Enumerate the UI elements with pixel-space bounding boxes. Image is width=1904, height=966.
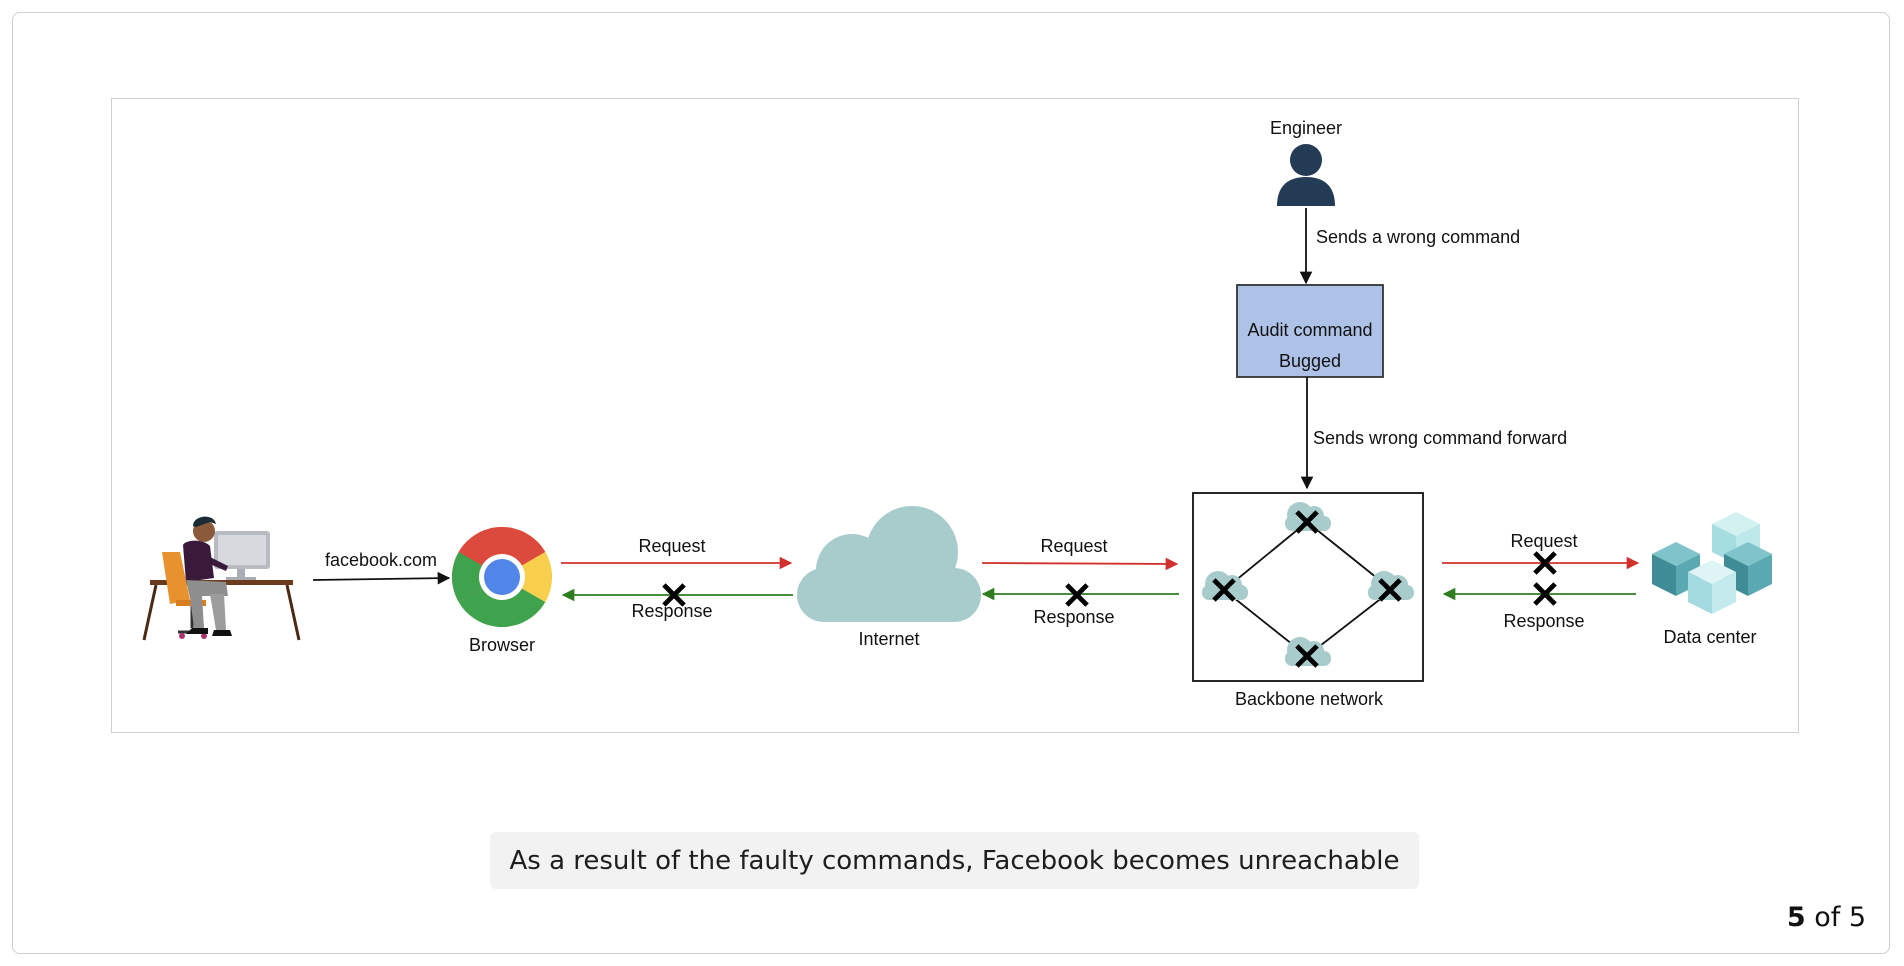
request-arrow-2 bbox=[981, 557, 1179, 571]
facebook-arrow bbox=[312, 571, 451, 585]
facebook-label: facebook.com bbox=[325, 550, 437, 570]
request-label-3: Request bbox=[1510, 531, 1577, 551]
response-label-1: Response bbox=[631, 601, 712, 621]
backbone-label: Backbone network bbox=[1235, 689, 1384, 709]
data-center-cubes-icon bbox=[1652, 512, 1772, 614]
caption-text: As a result of the faulty commands, Face… bbox=[509, 845, 1400, 876]
internet-label: Internet bbox=[858, 629, 919, 649]
browser-label: Browser bbox=[469, 635, 535, 655]
pager-current: 5 bbox=[1786, 902, 1806, 933]
wrong-command-label: Sends a wrong command bbox=[1316, 227, 1520, 247]
response-label-3: Response bbox=[1503, 611, 1584, 631]
audit-bugged-label: Bugged bbox=[1279, 351, 1341, 371]
backbone-node-right bbox=[1368, 571, 1414, 600]
pager-total: of 5 bbox=[1805, 902, 1866, 933]
caption-box: As a result of the faulty commands, Face… bbox=[490, 832, 1419, 889]
slide-pager: 5 of 5 bbox=[1787, 902, 1866, 933]
request-label-1: Request bbox=[638, 536, 705, 556]
backbone-node-left bbox=[1202, 571, 1248, 600]
backbone-node-top bbox=[1285, 502, 1331, 531]
request-label-2: Request bbox=[1040, 536, 1107, 556]
engineer-person-icon bbox=[1277, 144, 1335, 206]
user-at-desk-icon bbox=[142, 516, 301, 641]
response-label-2: Response bbox=[1033, 607, 1114, 627]
wrong-forward-label: Sends wrong command forward bbox=[1313, 428, 1567, 448]
diagram-frame bbox=[111, 98, 1799, 733]
audit-command-box bbox=[1236, 284, 1384, 378]
failed-x-icon bbox=[1069, 587, 1086, 604]
backbone-node-bottom bbox=[1285, 637, 1331, 666]
engineer-label: Engineer bbox=[1270, 118, 1342, 138]
chrome-browser-icon bbox=[452, 527, 552, 627]
internet-cloud-icon bbox=[797, 506, 981, 622]
datacenter-label: Data center bbox=[1663, 627, 1756, 647]
audit-command-label: Audit command bbox=[1247, 320, 1372, 340]
